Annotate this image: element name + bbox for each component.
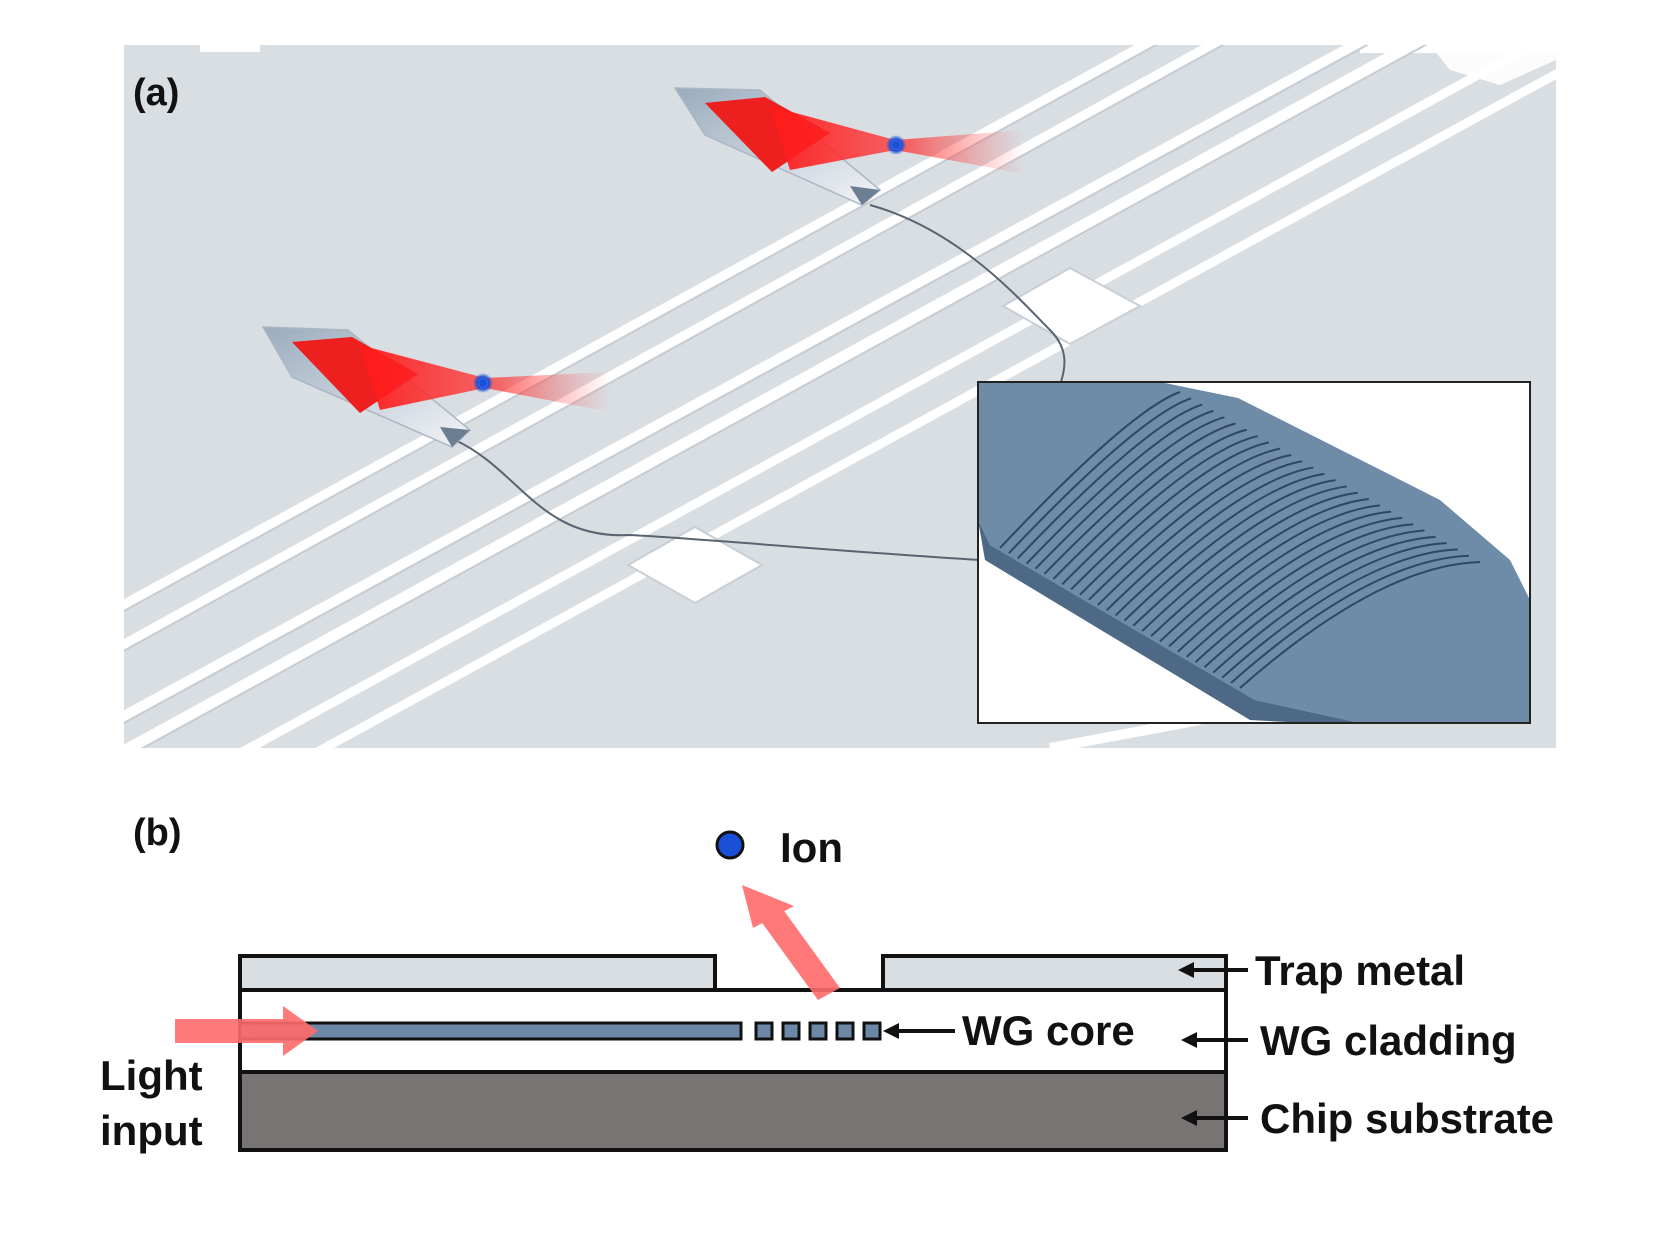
grating-line <box>1239 561 1481 689</box>
trap-metal-right <box>881 954 1228 992</box>
grating-line <box>1177 516 1403 653</box>
grating-line <box>1088 453 1292 601</box>
grating-coupler-upper <box>673 87 1025 206</box>
trap-metal-left <box>238 954 717 992</box>
bond-pad-upper <box>1000 266 1143 346</box>
panel-b-cross-section: (b) Ion <box>100 812 1554 1154</box>
routing-waveguide-lower <box>454 439 981 561</box>
grating-line <box>999 391 1181 549</box>
grating-line <box>1079 447 1281 596</box>
light-input-arrow <box>175 1006 318 1056</box>
grating-line <box>1114 472 1325 617</box>
grating-line <box>1203 535 1436 669</box>
grating-line <box>1132 485 1347 627</box>
panel-a-rendering: (a) <box>124 45 1556 748</box>
light-input-label-line2: input <box>100 1107 203 1154</box>
grating-teeth <box>754 1021 882 1041</box>
grating-inset <box>977 381 1531 724</box>
grating-line <box>1168 510 1392 648</box>
grating-line <box>1185 523 1414 658</box>
grating-line <box>1105 466 1314 611</box>
trap-metal-label: Trap metal <box>1255 947 1465 994</box>
grating-line <box>1043 422 1236 575</box>
emission-arrow <box>742 885 840 1000</box>
wg-cladding-label: WG cladding <box>1260 1017 1517 1064</box>
grating-line <box>1212 542 1447 674</box>
grating-line <box>1034 416 1225 570</box>
grating-line <box>1150 498 1369 637</box>
grating-line <box>1123 479 1336 622</box>
label-pointers <box>883 962 1248 1126</box>
grating-line <box>1194 529 1425 663</box>
light-input-label-line1: Light <box>100 1052 203 1099</box>
panel-b-label: (b) <box>133 812 182 854</box>
grating-line <box>1159 504 1381 643</box>
bond-pad-lower <box>625 525 765 605</box>
grating-line <box>1097 460 1303 606</box>
ion-label: Ion <box>780 824 843 871</box>
ion-dot <box>715 830 745 860</box>
chip-substrate <box>238 1070 1228 1152</box>
grating-line <box>1070 441 1270 591</box>
grating-coupler-lower <box>261 326 610 448</box>
chip-substrate-label: Chip substrate <box>1260 1095 1554 1142</box>
grating-line <box>1221 548 1458 679</box>
wg-core-label: WG core <box>962 1007 1135 1054</box>
grating-line <box>1141 491 1358 632</box>
grating-line <box>1061 435 1258 585</box>
electrode-rails <box>124 45 1556 748</box>
grating-line <box>1230 554 1469 684</box>
grating-line <box>1025 409 1214 565</box>
grating-line <box>1008 397 1192 554</box>
panel-a-label: (a) <box>133 72 179 114</box>
grating-line <box>1017 403 1203 560</box>
routing-waveguide-upper <box>869 204 1066 386</box>
grating-line <box>1052 428 1247 580</box>
